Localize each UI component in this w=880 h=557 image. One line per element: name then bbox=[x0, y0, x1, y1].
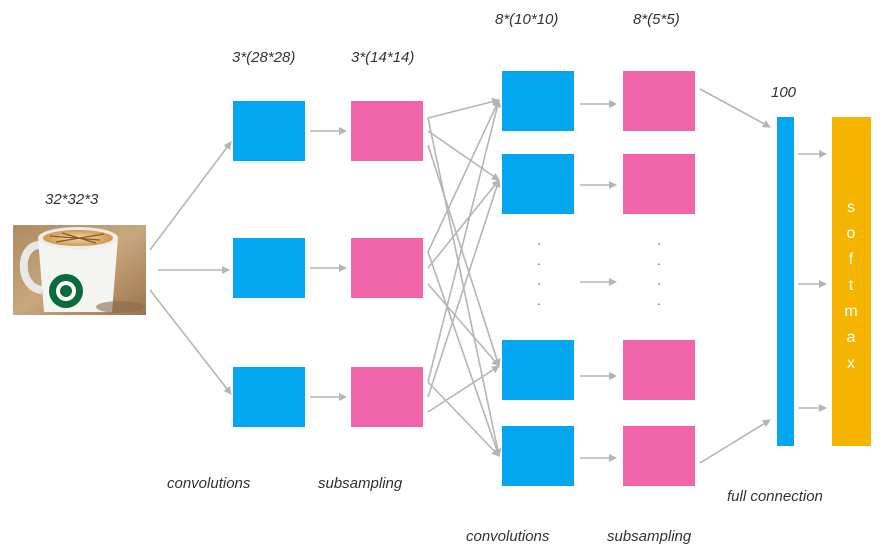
svg-text:.: . bbox=[537, 272, 541, 288]
conv1-size-label: 3*(28*28) bbox=[232, 49, 295, 66]
svg-text:.: . bbox=[657, 232, 661, 248]
connection-arrow bbox=[427, 381, 500, 457]
input-size-label: 32*32*3 bbox=[45, 191, 99, 208]
connection-arrow bbox=[427, 251, 501, 457]
input-image bbox=[13, 225, 146, 315]
fully-connected-layer bbox=[777, 117, 794, 446]
conv2-map bbox=[502, 340, 574, 400]
conv2-map bbox=[502, 71, 574, 131]
pool2-map bbox=[623, 340, 695, 400]
softmax-letter: t bbox=[849, 277, 854, 294]
fc-caption: full connection bbox=[727, 488, 823, 505]
pool2-map bbox=[623, 154, 695, 214]
connection-arrow bbox=[427, 179, 500, 269]
conv2-map bbox=[502, 426, 574, 486]
softmax-layer bbox=[832, 117, 871, 446]
pool2-feature-maps bbox=[623, 71, 695, 486]
pool1-caption: subsampling bbox=[318, 475, 403, 492]
arrows-pool1-to-conv2 bbox=[427, 97, 502, 457]
svg-text:.: . bbox=[537, 292, 541, 308]
softmax-letter: o bbox=[847, 225, 856, 242]
pool2-caption: subsampling bbox=[607, 528, 692, 545]
connection-arrow bbox=[427, 99, 500, 253]
arrows-fc-to-softmax bbox=[798, 150, 827, 412]
pool2-map bbox=[623, 426, 695, 486]
ellipsis-dots: . . . . . . . . bbox=[537, 232, 661, 308]
connection-arrow bbox=[427, 144, 501, 367]
connection-arrow bbox=[427, 283, 500, 367]
svg-text:.: . bbox=[657, 292, 661, 308]
softmax-letter: m bbox=[844, 303, 857, 320]
connection-arrow bbox=[427, 99, 502, 383]
pool1-map bbox=[351, 238, 423, 298]
connection-arrow bbox=[427, 179, 501, 398]
conv2-caption: convolutions bbox=[466, 528, 550, 545]
conv1-map bbox=[233, 101, 305, 161]
pool2-size-label: 8*(5*5) bbox=[633, 11, 680, 28]
pool1-size-label: 3*(14*14) bbox=[351, 49, 414, 66]
pool1-map bbox=[351, 101, 423, 161]
softmax-letter: s bbox=[847, 199, 855, 216]
svg-text:.: . bbox=[657, 252, 661, 268]
arrows-conv2-to-pool2 bbox=[580, 100, 617, 462]
conv2-feature-maps bbox=[502, 71, 574, 486]
conv1-caption: convolutions bbox=[167, 475, 251, 492]
svg-text:.: . bbox=[657, 272, 661, 288]
fc-size-label: 100 bbox=[771, 84, 797, 101]
conv2-size-label: 8*(10*10) bbox=[495, 11, 558, 28]
connection-arrow bbox=[427, 130, 500, 181]
softmax-letter: f bbox=[849, 251, 854, 268]
conv1-feature-maps bbox=[233, 101, 305, 427]
conv2-map bbox=[502, 154, 574, 214]
pool1-feature-maps bbox=[351, 101, 423, 427]
conv1-map bbox=[233, 367, 305, 427]
arrows-conv1-to-pool1 bbox=[310, 127, 347, 401]
svg-text:.: . bbox=[537, 252, 541, 268]
softmax-letter: x bbox=[847, 355, 855, 372]
svg-text:.: . bbox=[537, 232, 541, 248]
connection-arrow bbox=[427, 365, 500, 413]
softmax-letter: a bbox=[847, 329, 856, 346]
arrows-pool2-to-fc bbox=[699, 88, 771, 464]
pool1-map bbox=[351, 367, 423, 427]
connection-arrow bbox=[427, 97, 500, 119]
arrows-input-to-conv1 bbox=[149, 141, 232, 395]
coffee-mug-icon bbox=[19, 227, 118, 312]
pool2-map bbox=[623, 71, 695, 131]
conv1-map bbox=[233, 238, 305, 298]
